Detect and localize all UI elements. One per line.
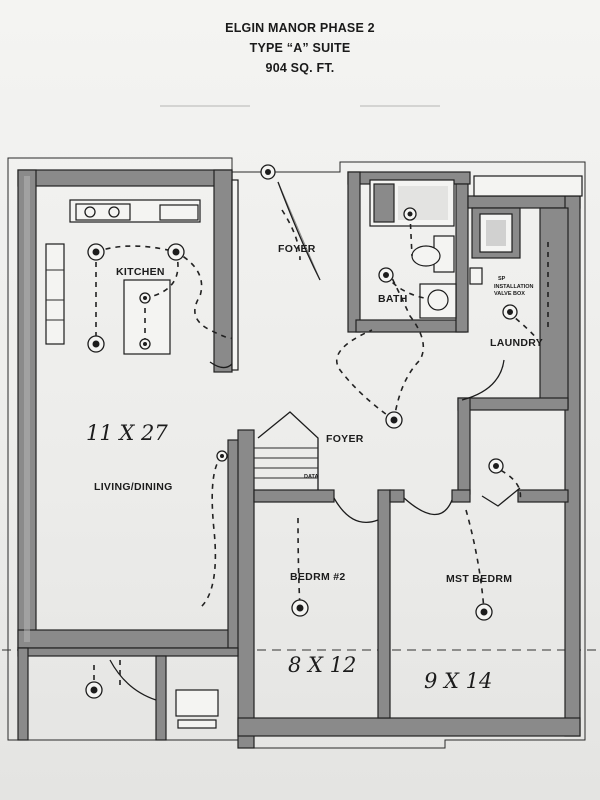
sink-icon (419, 283, 457, 319)
dimension-master: 9 X 14 (424, 669, 492, 693)
room-label-foyer-center: FOYER (326, 433, 364, 445)
ceiling-light-icon (87, 335, 105, 353)
ceiling-lights (85, 207, 518, 699)
dimension-bedroom2: 8 X 12 (288, 653, 356, 677)
valve-box-label-2: VALVE BOX (494, 291, 525, 297)
sp-label: SP (498, 276, 506, 282)
suite-type: TYPE “A” SUITE (249, 41, 351, 55)
suite-area: 904 SQ. FT. (265, 61, 335, 75)
room-label-bath: BATH (378, 293, 408, 305)
ceiling-light-icon (488, 458, 504, 474)
room-label-living-dining: LIVING/DINING (94, 481, 173, 493)
ceiling-light-icon (87, 243, 105, 261)
title-block: ELGIN MANOR PHASE 2 TYPE “A” SUITE 904 S… (0, 18, 600, 78)
ceiling-light-icon (139, 292, 151, 304)
toilet-icon (411, 235, 455, 273)
room-label-kitchen: KITCHEN (116, 266, 165, 278)
washer-icon (471, 207, 521, 259)
ceiling-light-icon (378, 267, 394, 283)
building-name: ELGIN MANOR PHASE 2 (225, 21, 375, 35)
room-label-bedroom2: BEDRM #2 (290, 571, 346, 583)
storage-closet (17, 647, 239, 741)
valve-box-label-1: INSTALLATION (494, 284, 534, 290)
left-walls (17, 169, 247, 649)
ceiling-light-icon (167, 243, 185, 261)
right-walls (237, 171, 581, 749)
data-outlet-label: DATA (304, 474, 318, 480)
ceiling-light-icon (385, 411, 403, 429)
hall-closet (254, 411, 319, 490)
ceiling-light-icon (291, 599, 309, 617)
room-label-foyer-top: FOYER (278, 243, 316, 255)
room-label-laundry: LAUNDRY (490, 337, 543, 349)
ceiling-light-icon (216, 450, 228, 462)
ceiling-light-icon (85, 681, 103, 699)
ceiling-light-icon (139, 338, 151, 350)
ceiling-light-icon (403, 207, 417, 221)
storage-shelf (473, 175, 583, 197)
door-swing-icon (109, 164, 521, 701)
stove-icon (75, 203, 131, 221)
ceiling-light-icon (475, 603, 493, 621)
dimension-living: 11 X 27 (86, 421, 168, 445)
ceiling-light-icon (502, 304, 518, 320)
room-label-master-bedroom: MST BEDRM (446, 573, 512, 585)
